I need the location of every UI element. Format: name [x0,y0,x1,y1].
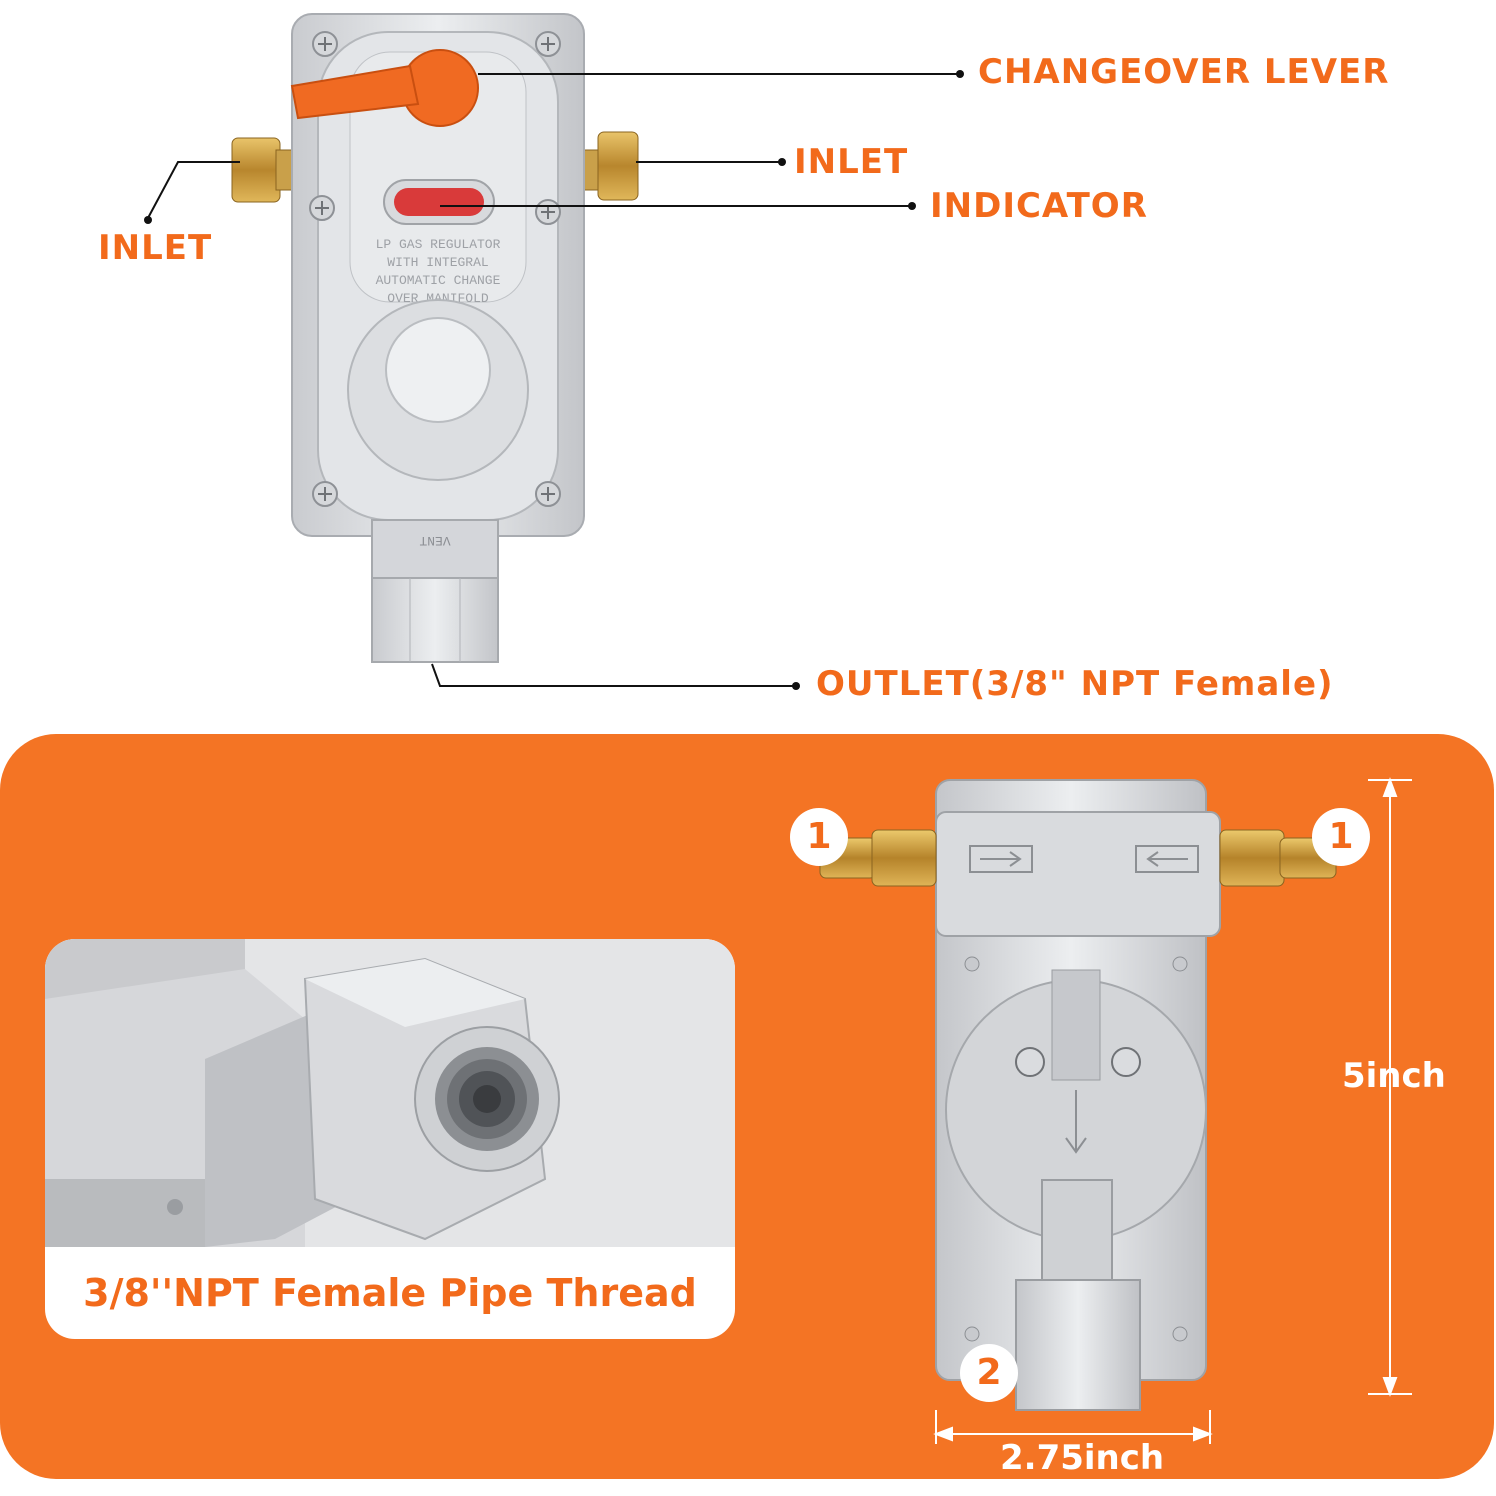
indicator-label: INDICATOR [930,186,1148,226]
left-inlet-fitting [231,137,299,203]
plate-text-line-1: LP GAS REGULATOR [376,237,501,252]
inlet-right-label: INLET [794,142,909,182]
regulator-front-view-illustration [819,779,1337,1411]
thread-detail-card: 3/8''NPT Female Pipe Thread [45,939,735,1339]
plate-text-line-4: OVER MANIFOLD [387,291,489,306]
changeover-lever [290,49,479,127]
outlet-label: OUTLET(3/8" NPT Female) [816,664,1334,704]
width-dimension-label: 2.75inch [1000,1438,1165,1478]
thread-caption: 3/8''NPT Female Pipe Thread [83,1271,697,1315]
female-thread-closeup-photo [45,939,735,1247]
dimension-lines [933,777,1412,1444]
vent-label: VENT [419,533,450,548]
height-dimension-label: 5inch [1342,1056,1446,1096]
right-inlet-fitting [579,131,639,201]
changeover-lever-label: CHANGEOVER LEVER [978,52,1390,92]
inlet-left-badge: 1 [790,808,848,866]
inlet-left-label: INLET [98,228,213,268]
regulator-top-view-illustration: LP GAS REGULATOR WITH INTEGRAL AUTOMATIC… [144,13,964,690]
plate-text-line-2: WITH INTEGRAL [387,255,488,270]
inlet-right-badge: 1 [1312,808,1370,866]
plate-text-line-3: AUTOMATIC CHANGE [376,273,501,288]
outlet-badge: 2 [960,1344,1018,1402]
